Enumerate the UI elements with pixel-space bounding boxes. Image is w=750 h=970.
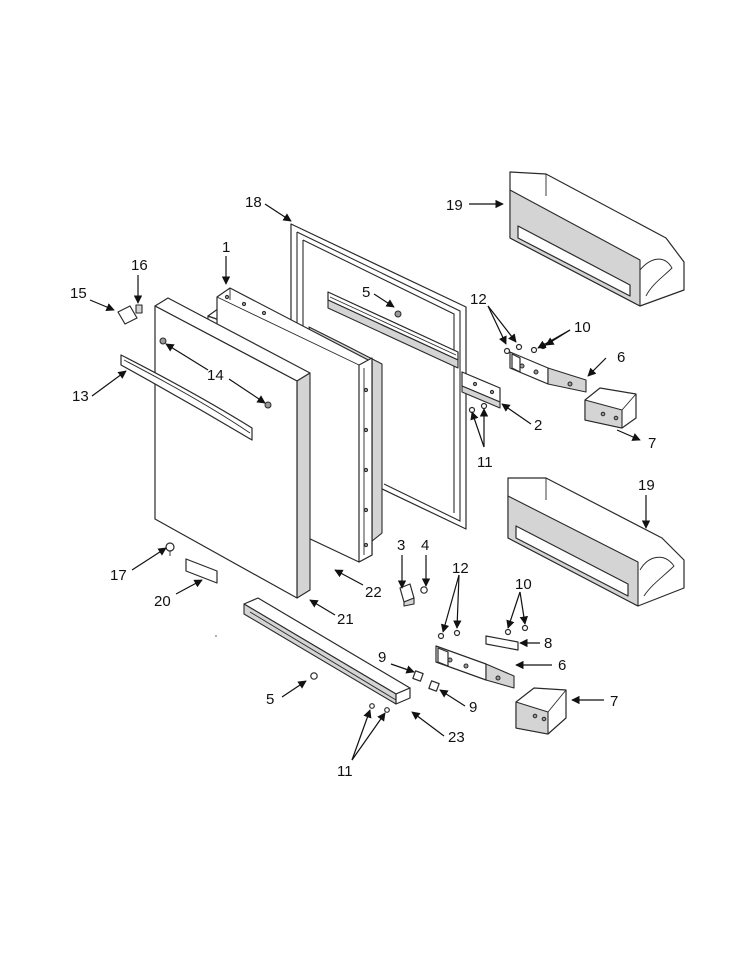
callout-12-upper: 12 bbox=[470, 291, 487, 308]
callout-21: 21 bbox=[337, 611, 354, 628]
callout-17: 17 bbox=[110, 567, 127, 584]
callout-19-lower: 19 bbox=[638, 477, 655, 494]
callout-10-lower: 10 bbox=[515, 576, 532, 593]
label-plate bbox=[185, 558, 218, 584]
door-screw bbox=[165, 542, 175, 556]
outer-door-panel bbox=[154, 297, 311, 599]
lower-hinge-screws bbox=[437, 624, 529, 640]
callout-6-upper: 6 bbox=[617, 349, 625, 366]
stray-dot bbox=[215, 635, 217, 637]
callout-20: 20 bbox=[154, 593, 171, 610]
callout-5-lower: 5 bbox=[266, 691, 274, 708]
handle-studs bbox=[159, 337, 272, 409]
callout-4: 4 bbox=[421, 537, 429, 554]
callout-3: 3 bbox=[397, 537, 405, 554]
lower-channel-screw bbox=[310, 672, 318, 680]
lower-hinge-cover bbox=[515, 687, 567, 735]
callout-1: 1 bbox=[222, 239, 230, 256]
callout-10-upper: 10 bbox=[574, 319, 591, 336]
leader-lines bbox=[89, 199, 651, 761]
callout-19-upper: 19 bbox=[446, 197, 463, 214]
upper-hinge-cover bbox=[584, 387, 637, 429]
callout-7-upper: 7 bbox=[648, 435, 656, 452]
upper-door-channel bbox=[327, 291, 459, 369]
callout-22: 22 bbox=[365, 584, 382, 601]
hinge-shim bbox=[485, 635, 519, 651]
callout-14: 14 bbox=[207, 367, 224, 384]
callout-15: 15 bbox=[70, 285, 87, 302]
callout-8: 8 bbox=[544, 635, 552, 652]
callout-9-right: 9 bbox=[469, 699, 477, 716]
callout-16: 16 bbox=[131, 257, 148, 274]
upper-hinge bbox=[509, 351, 587, 393]
upper-door-bin bbox=[509, 171, 685, 307]
callout-18: 18 bbox=[245, 194, 262, 211]
hinge-washers bbox=[412, 670, 440, 692]
lower-door-bin bbox=[507, 477, 685, 607]
door-handle bbox=[120, 354, 253, 441]
door-stop-screw bbox=[420, 586, 428, 594]
upper-hinge-bracket bbox=[461, 371, 501, 409]
callout-23: 23 bbox=[448, 729, 465, 746]
handle-mount-screw bbox=[117, 304, 143, 325]
lower-hinge bbox=[435, 645, 515, 689]
callout-11-upper: 11 bbox=[477, 454, 493, 471]
callout-13: 13 bbox=[72, 388, 89, 405]
lower-channel-screws-11 bbox=[369, 703, 390, 713]
callout-12-lower: 12 bbox=[452, 560, 469, 577]
callout-11-lower: 11 bbox=[337, 763, 353, 780]
callout-7-lower: 7 bbox=[610, 693, 618, 710]
callout-9-left: 9 bbox=[378, 649, 386, 666]
callout-6-lower: 6 bbox=[558, 657, 566, 674]
lower-door-channel bbox=[243, 597, 411, 705]
callout-2: 2 bbox=[534, 417, 542, 434]
callout-5-upper: 5 bbox=[362, 284, 370, 301]
callout-numbers: 1 18 5 19 16 15 13 14 12 10 6 2 7 11 19 … bbox=[70, 194, 656, 780]
